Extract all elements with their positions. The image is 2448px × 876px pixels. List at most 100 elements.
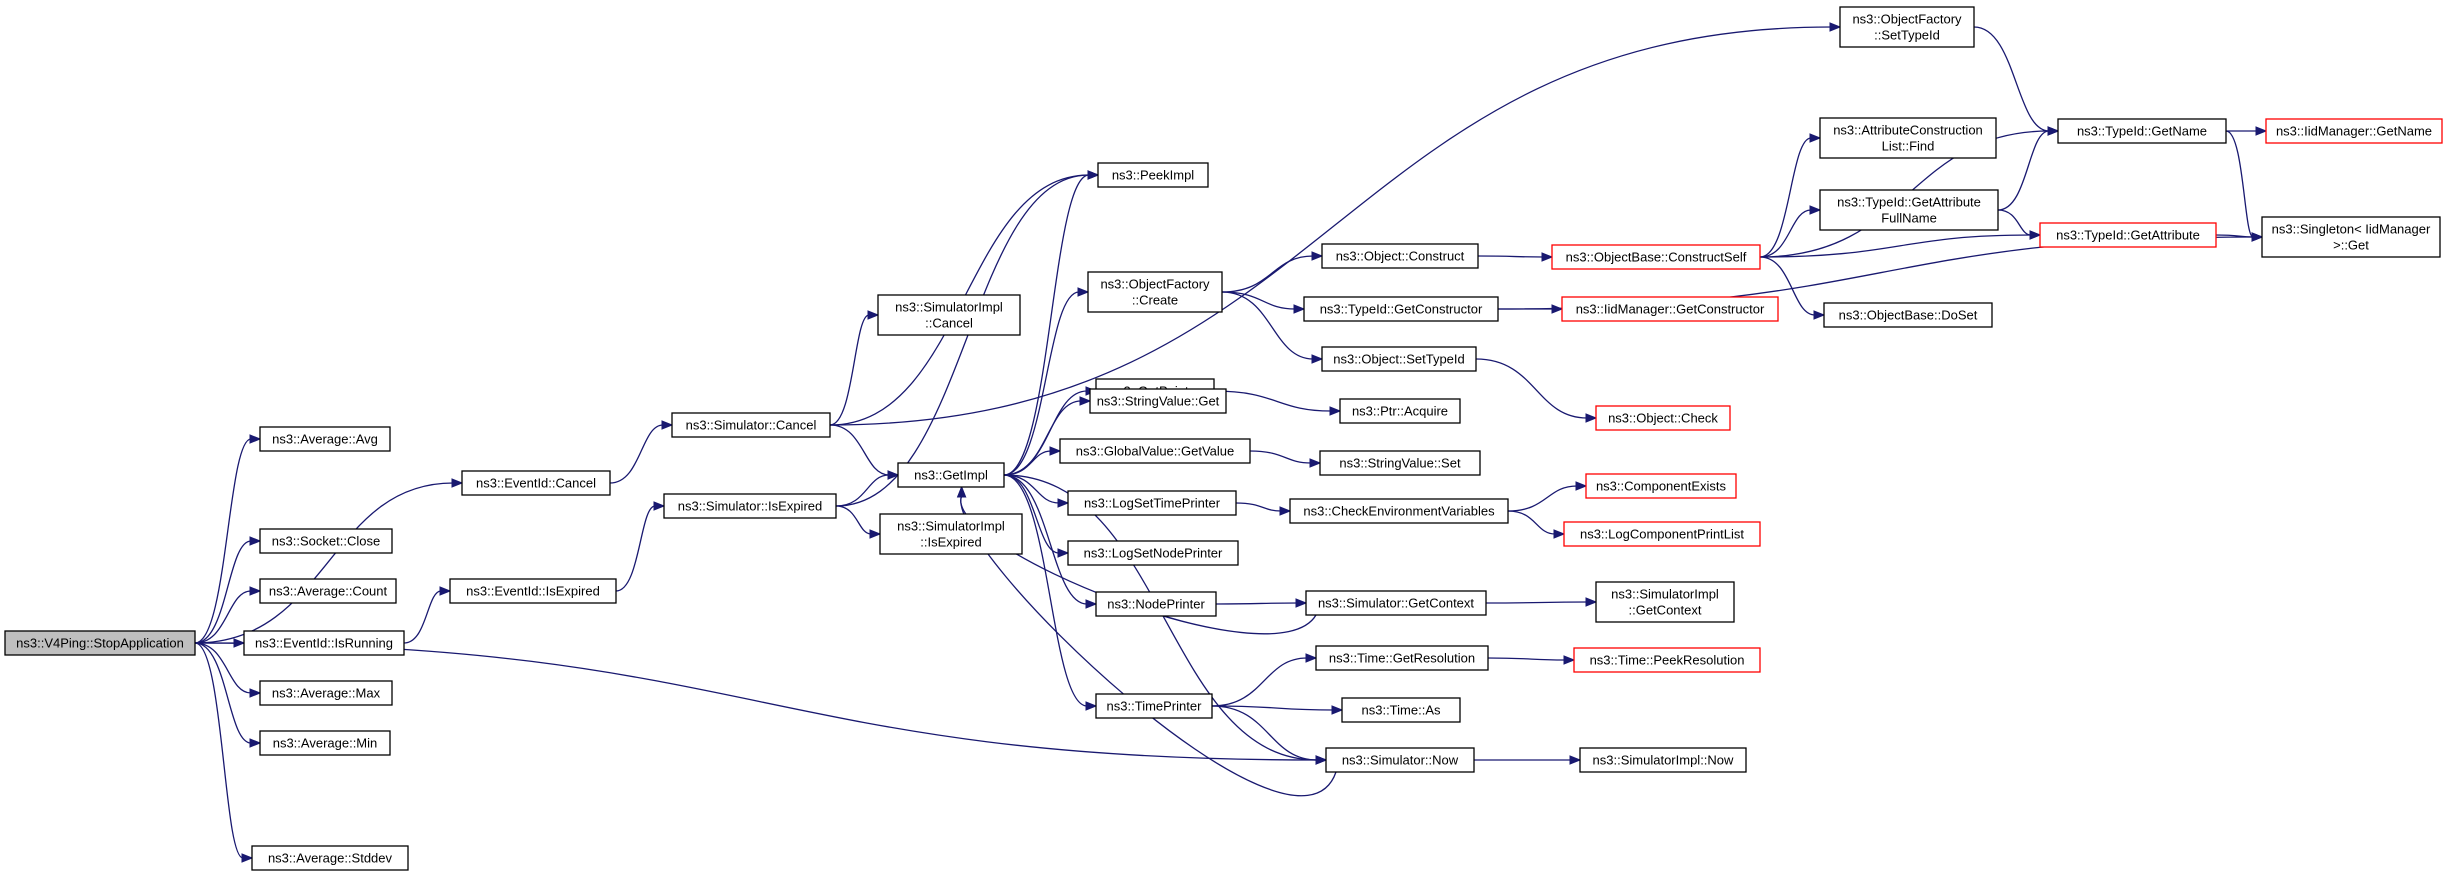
edge-line <box>1759 209 1812 258</box>
node-label: ns3::Time::PeekResolution <box>1590 653 1745 668</box>
node-simgetctx[interactable]: ns3::Simulator::GetContext <box>1305 590 1487 616</box>
node-objcheck[interactable]: ns3::Object::Check <box>1595 405 1731 431</box>
edge-arrowhead <box>1541 252 1554 262</box>
edge-arrowhead <box>653 501 666 511</box>
edge-timeprinter-to-simnow <box>1211 705 1328 765</box>
node-label: ns3::ObjectFactory <box>1100 277 1210 292</box>
node-label: ns3::SimulatorImpl <box>895 300 1003 315</box>
node-label: ns3::StringValue::Get <box>1097 394 1220 409</box>
edge-line <box>1997 130 2050 211</box>
node-timegetres[interactable]: ns3::Time::GetResolution <box>1315 645 1489 671</box>
edge-tidgetname-to-singleton <box>2225 130 2264 242</box>
node-box <box>259 528 393 554</box>
edge-line <box>1485 601 1588 604</box>
node-ptracquire[interactable]: ns3::Ptr::Acquire <box>1339 398 1461 424</box>
node-iidgetctor[interactable]: ns3::IidManager::GetConstructor <box>1561 296 1779 322</box>
node-stddev[interactable]: ns3::Average::Stddev <box>251 845 409 871</box>
node-tidgetattr[interactable]: ns3::TypeId::GetAttribute <box>2039 222 2217 248</box>
node-simcancel[interactable]: ns3::Simulator::Cancel <box>671 412 831 438</box>
edge-arrowhead <box>1315 755 1328 765</box>
node-count[interactable]: ns3::Average::Count <box>259 578 397 604</box>
node-isrunning[interactable]: ns3::EventId::IsRunning <box>243 630 405 656</box>
node-objsettypeid[interactable]: ns3::Object::SetTypeId <box>1321 346 1477 372</box>
node-simnow[interactable]: ns3::Simulator::Now <box>1325 747 1475 773</box>
node-label: ns3::Simulator::Cancel <box>686 418 817 433</box>
node-evisexp[interactable]: ns3::EventId::IsExpired <box>449 578 617 604</box>
edge-constructself-to-acfind <box>1759 133 1822 258</box>
node-obdoset[interactable]: ns3::ObjectBase::DoSet <box>1823 302 1993 328</box>
edges-layer <box>194 22 2268 863</box>
edge-line <box>1215 602 1298 605</box>
edge-getimpl-to-gvgetvalue <box>1003 446 1062 476</box>
edge-line <box>2215 234 2254 238</box>
node-tidgetname[interactable]: ns3::TypeId::GetName <box>2057 118 2227 144</box>
edge-isrunning-to-evisexp <box>403 586 452 644</box>
node-min[interactable]: ns3::Average::Min <box>259 730 391 756</box>
node-label: ns3::SimulatorImpl <box>1611 587 1719 602</box>
node-implnow[interactable]: ns3::SimulatorImpl::Now <box>1579 747 1747 773</box>
edge-line <box>1507 485 1578 512</box>
node-peekimpl[interactable]: ns3::PeekImpl <box>1097 162 1209 188</box>
edge-line <box>194 482 454 644</box>
node-gvgetvalue[interactable]: ns3::GlobalValue::GetValue <box>1059 438 1251 464</box>
node-box <box>1341 697 1461 723</box>
node-objconstruct[interactable]: ns3::Object::Construct <box>1321 243 1479 269</box>
node-evcancel[interactable]: ns3::EventId::Cancel <box>461 470 611 496</box>
edge-arrowhead <box>1293 304 1306 314</box>
node-implisexp[interactable]: ns3::SimulatorImpl::IsExpired <box>879 513 1023 555</box>
node-timepeekres[interactable]: ns3::Time::PeekResolution <box>1573 647 1761 673</box>
node-box <box>1573 647 1761 673</box>
node-logsetnode[interactable]: ns3::LogSetNodePrinter <box>1067 540 1239 566</box>
edge-evcancel-to-simcancel <box>609 420 674 484</box>
node-tidgetctor[interactable]: ns3::TypeId::GetConstructor <box>1303 296 1499 322</box>
node-label: ns3::Simulator::IsExpired <box>678 499 823 514</box>
node-implgetctx[interactable]: ns3::SimulatorImpl::GetContext <box>1595 581 1735 623</box>
node-sockclose[interactable]: ns3::Socket::Close <box>259 528 393 554</box>
node-timeas[interactable]: ns3::Time::As <box>1341 697 1461 723</box>
edge-ofcreate-to-tidgetctor <box>1221 291 1306 314</box>
node-label: ns3::Average::Avg <box>272 432 378 447</box>
node-box <box>2057 118 2227 144</box>
node-nodeprinter[interactable]: ns3::NodePrinter <box>1095 591 1217 617</box>
node-label: ns3::Simulator::Now <box>1342 753 1459 768</box>
node-logcompprint[interactable]: ns3::LogComponentPrintList <box>1563 521 1761 547</box>
node-box <box>1551 244 1761 270</box>
node-constructself[interactable]: ns3::ObjectBase::ConstructSelf <box>1551 244 1761 270</box>
edge-arrowhead <box>1085 599 1098 609</box>
node-box <box>1823 302 1993 328</box>
edge-arrowhead <box>867 310 880 320</box>
node-singleton[interactable]: ns3::Singleton< IidManager >::Get <box>2261 216 2441 258</box>
node-checkenv[interactable]: ns3::CheckEnvironmentVariables <box>1289 498 1509 524</box>
node-box <box>259 730 391 756</box>
node-stopapp[interactable]: ns3::V4Ping::StopApplication <box>4 630 196 656</box>
node-box <box>1819 189 1999 231</box>
node-svget[interactable]: ns3::StringValue::Get <box>1089 388 1227 414</box>
edge-line <box>615 505 656 592</box>
node-logsettime[interactable]: ns3::LogSetTimePrinter <box>1067 490 1237 516</box>
node-box <box>2039 222 2217 248</box>
node-simisexp[interactable]: ns3::Simulator::IsExpired <box>663 493 837 519</box>
edge-line <box>1211 705 1334 711</box>
node-label: ns3::NodePrinter <box>1107 597 1205 612</box>
node-ofsettypeid[interactable]: ns3::ObjectFactory::SetTypeId <box>1839 6 1975 48</box>
node-getimpl[interactable]: ns3::GetImpl <box>897 462 1005 488</box>
node-implcancel[interactable]: ns3::SimulatorImpl::Cancel <box>877 294 1021 336</box>
edge-objsettypeid-to-objcheck <box>1475 358 1598 423</box>
node-svset[interactable]: ns3::StringValue::Set <box>1319 450 1481 476</box>
node-label: ::GetContext <box>1629 603 1702 618</box>
node-ofcreate[interactable]: ns3::ObjectFactory::Create <box>1087 271 1223 313</box>
node-label: ns3::Average::Max <box>272 686 381 701</box>
node-compexists[interactable]: ns3::ComponentExists <box>1585 473 1737 499</box>
edge-getpointer-to-ptracquire <box>1213 390 1342 416</box>
node-iidgetname[interactable]: ns3::IidManager::GetName <box>2265 118 2443 144</box>
node-timeprinter[interactable]: ns3::TimePrinter <box>1095 693 1213 719</box>
edge-line <box>194 540 252 644</box>
node-avg[interactable]: ns3::Average::Avg <box>259 426 391 452</box>
node-max[interactable]: ns3::Average::Max <box>259 680 393 706</box>
node-label: ::Create <box>1132 293 1178 308</box>
edge-arrowhead <box>956 485 967 498</box>
node-label: ::Cancel <box>925 316 973 331</box>
edge-logsettime-to-checkenv <box>1235 502 1292 516</box>
